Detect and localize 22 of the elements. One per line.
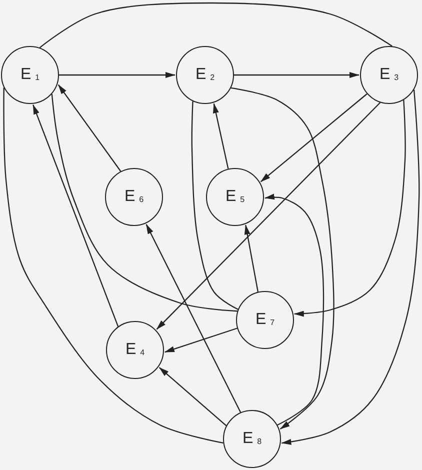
arrow bbox=[281, 90, 420, 445]
connector-line bbox=[39, 2, 392, 48]
connector-line bbox=[191, 101, 238, 310]
arrow bbox=[146, 224, 242, 413]
arrow bbox=[244, 224, 259, 292]
connector-line bbox=[51, 94, 238, 312]
arrow bbox=[294, 100, 406, 317]
circle-node bbox=[1, 46, 59, 104]
arrow bbox=[213, 103, 229, 169]
arrow bbox=[234, 72, 360, 78]
arrow bbox=[164, 328, 238, 353]
arrow bbox=[156, 102, 381, 330]
connector-line bbox=[3, 88, 224, 444]
arrow bbox=[230, 87, 334, 430]
arrow bbox=[59, 72, 176, 78]
arrow bbox=[58, 84, 122, 172]
arrow bbox=[260, 93, 368, 182]
circle-node bbox=[223, 410, 281, 468]
arrow bbox=[264, 194, 324, 426]
arrow bbox=[32, 104, 119, 327]
arrow bbox=[158, 367, 227, 426]
circle-node bbox=[360, 46, 418, 104]
